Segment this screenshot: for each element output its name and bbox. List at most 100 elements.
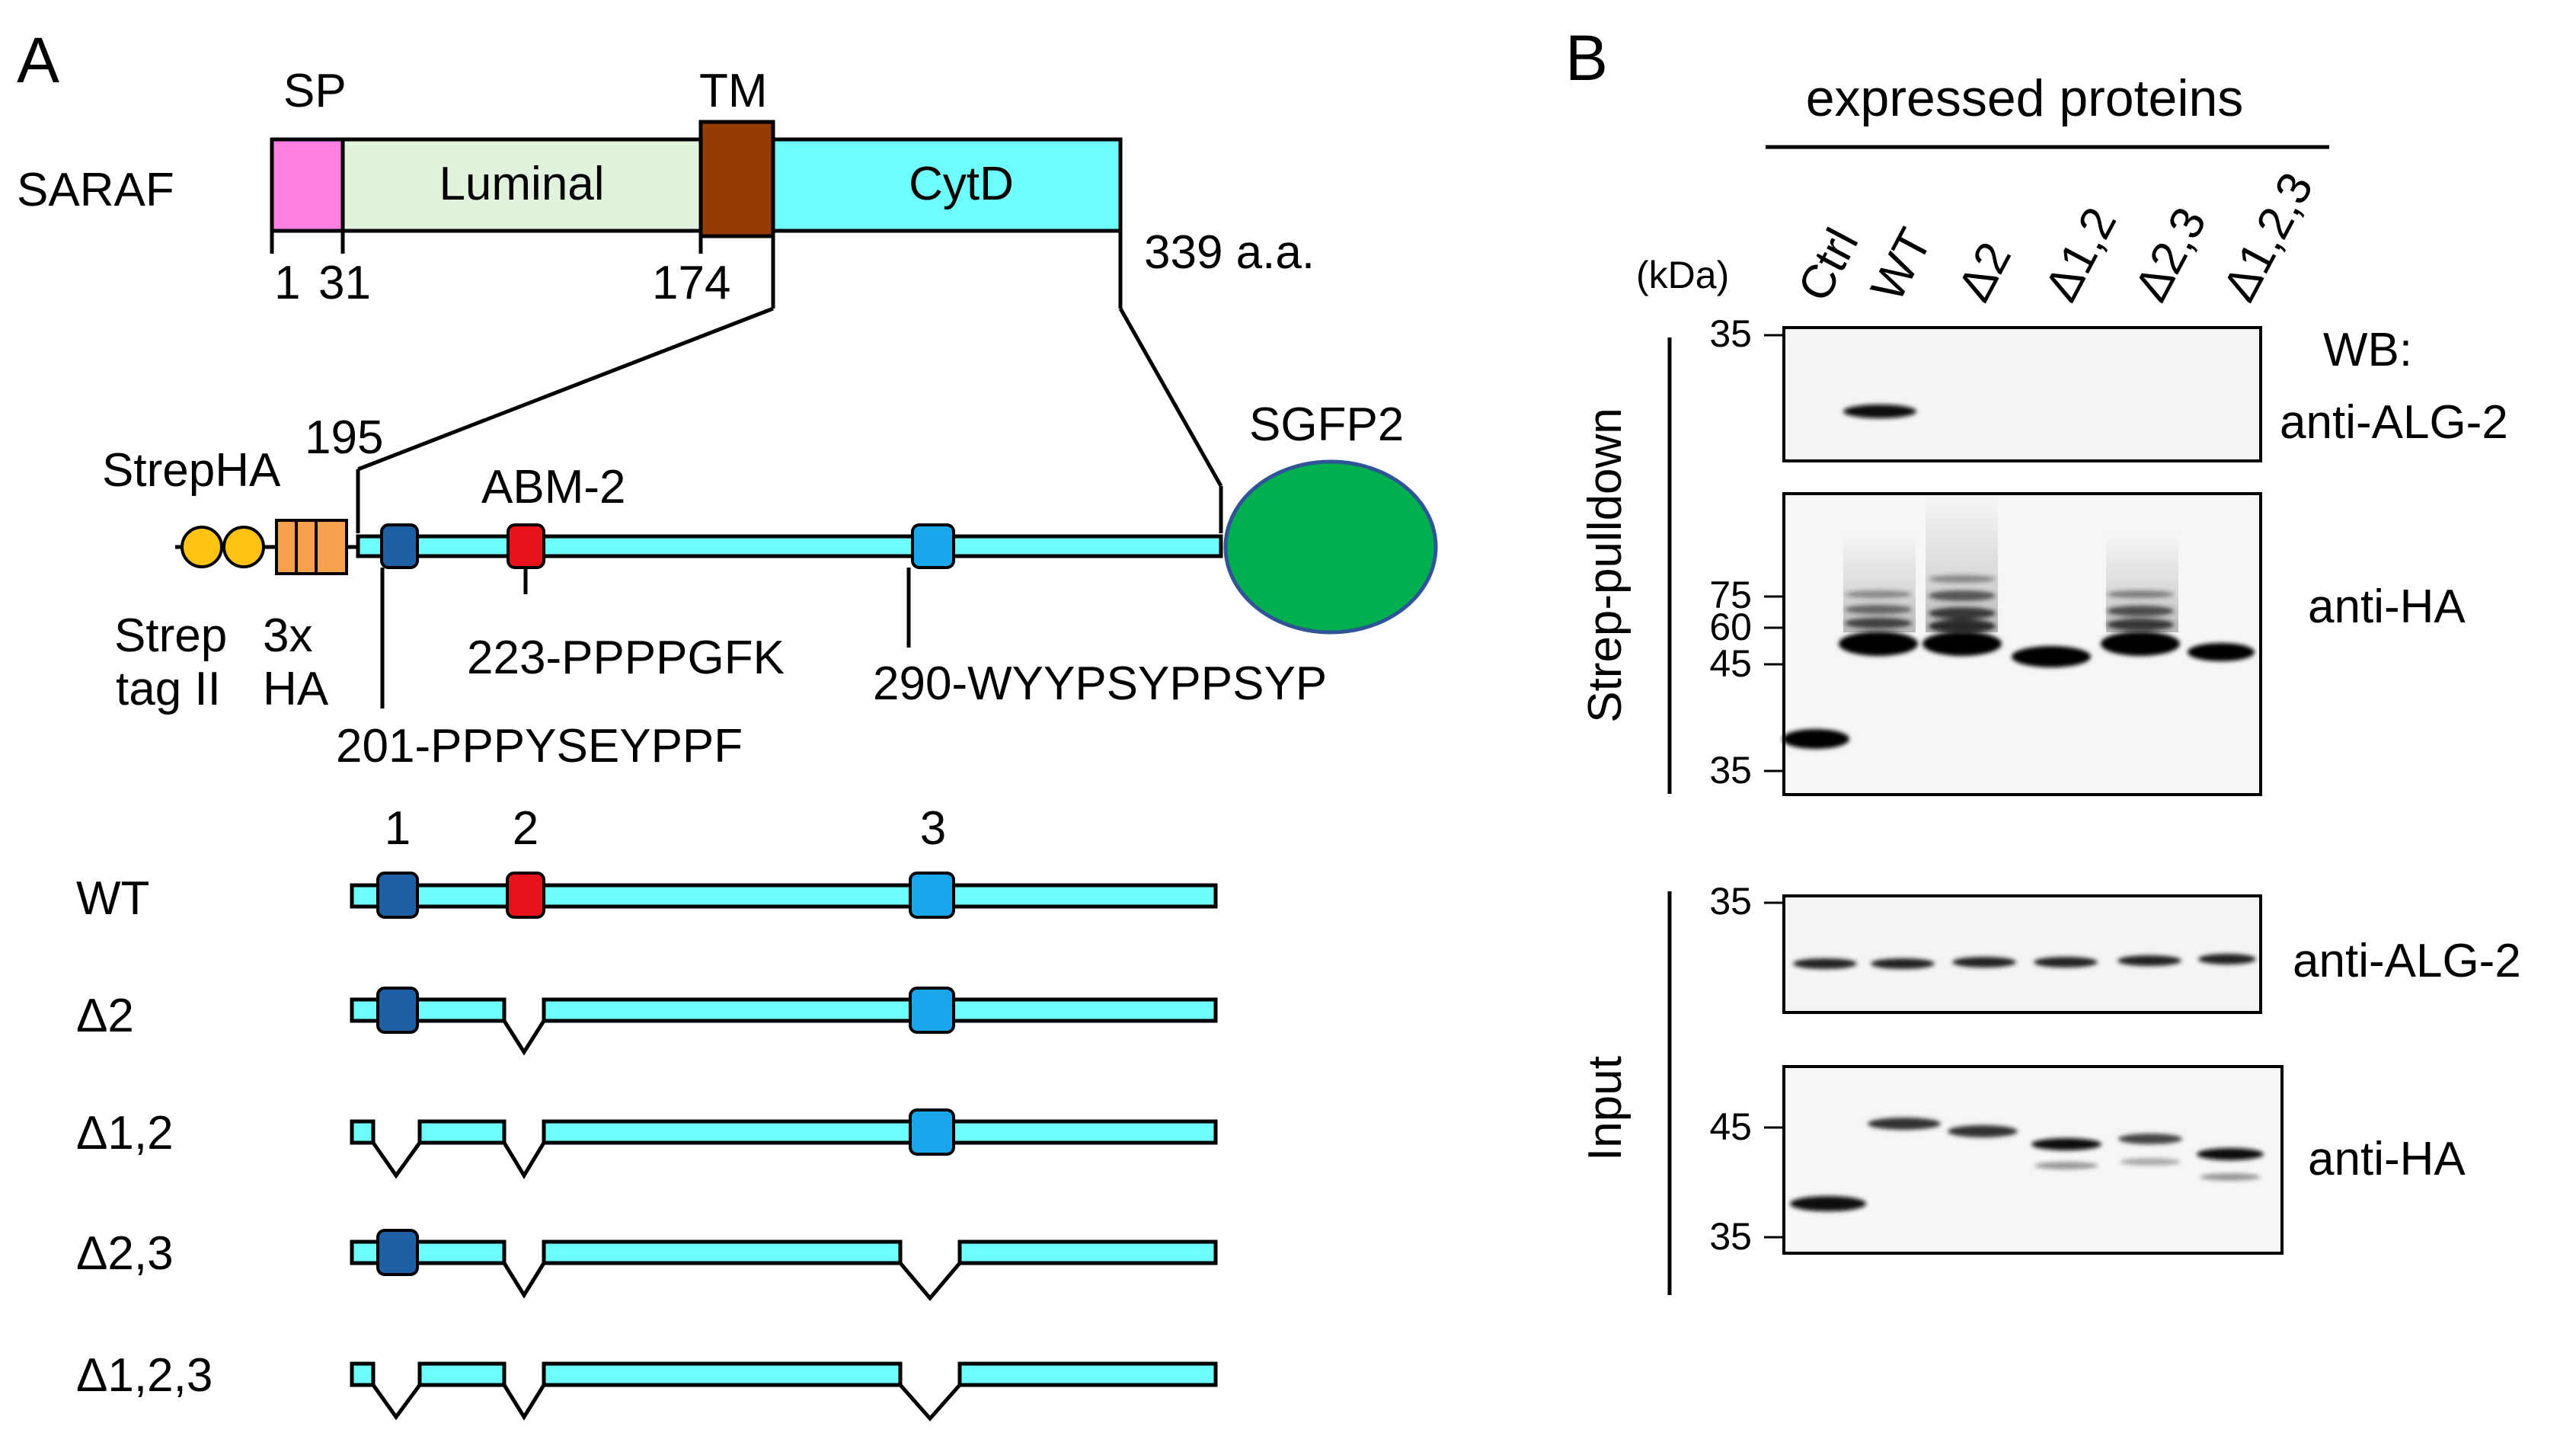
domain-tm bbox=[698, 120, 775, 238]
motif-3-box bbox=[909, 1108, 955, 1156]
section-label-input: Input bbox=[1579, 1056, 1632, 1161]
deletion-2-mark bbox=[502, 1383, 546, 1421]
luminal-label: Luminal bbox=[439, 158, 604, 210]
sp-label: SP bbox=[283, 65, 347, 117]
marker-label: 35 bbox=[1709, 880, 1752, 923]
deletion-3-mark bbox=[899, 1262, 961, 1301]
variant-bar-seg bbox=[957, 1239, 1218, 1265]
domain-luminal bbox=[340, 137, 703, 233]
position-174: 174 bbox=[652, 257, 730, 309]
motif-1-box bbox=[380, 523, 419, 569]
ha-tag-2 bbox=[295, 519, 318, 575]
blot-input-alg2: 35 anti-ALG-2 bbox=[1709, 880, 2521, 1014]
deletion-2-mark bbox=[502, 1019, 546, 1056]
lane-label-d2: Δ2 bbox=[1948, 234, 2021, 309]
deletion-2-mark bbox=[502, 1141, 546, 1179]
strep-tag-label-1: Strep bbox=[114, 609, 227, 662]
blot-frame bbox=[1782, 326, 2262, 462]
position-1: 1 bbox=[274, 257, 300, 309]
panel-a-label: A bbox=[17, 24, 59, 96]
wb-label: WB: bbox=[2323, 324, 2412, 376]
motif-2-box bbox=[506, 872, 545, 919]
variant-label: Δ1,2,3 bbox=[76, 1349, 213, 1402]
variant-bar-seg bbox=[542, 997, 1218, 1023]
motif-1-box bbox=[376, 1229, 419, 1276]
lane-label-d123: Δ1,2,3 bbox=[2213, 165, 2323, 310]
lane-label-d12: Δ1,2 bbox=[2034, 200, 2127, 310]
marker-label: 75 bbox=[1709, 574, 1752, 616]
sgfp2-label: SGFP2 bbox=[1249, 398, 1404, 451]
position-ticks bbox=[270, 231, 1123, 309]
variant-bar-seg bbox=[350, 997, 507, 1023]
abm2-label: ABM-2 bbox=[481, 461, 625, 513]
lane-label-ctrl: Ctrl bbox=[1788, 220, 1868, 310]
variant-label: WT bbox=[76, 872, 149, 925]
kda-label: (kDa) bbox=[1636, 254, 1729, 296]
lane-label-wt: WT bbox=[1861, 220, 1942, 310]
blot-pulldown-alg2: 35 anti-ALG-2 bbox=[1709, 312, 2508, 462]
marker-label: 45 bbox=[1709, 1105, 1752, 1148]
deletion-1-mark bbox=[371, 1383, 422, 1421]
smear bbox=[1843, 533, 1916, 632]
variant-header-3: 3 bbox=[920, 802, 946, 855]
blot-pulldown-ha: 75 60 45 35 anti-HA bbox=[1709, 492, 2466, 796]
variant-header-1: 1 bbox=[385, 802, 411, 855]
motif-1-sequence: 201-PPPYSEYPPF bbox=[336, 720, 743, 772]
antibody-label: anti-ALG-2 bbox=[2280, 396, 2508, 449]
zoom-lines bbox=[356, 306, 1223, 533]
motif-leaders bbox=[380, 568, 911, 709]
panel-a: A SARAF SP TM Luminal CytD 1 31 174 339 … bbox=[17, 24, 1438, 1422]
band bbox=[1843, 405, 1916, 418]
strepha-label: StrepHA bbox=[102, 444, 281, 497]
variant-bar-seg bbox=[417, 1361, 507, 1387]
panel-b: B expressed proteins (kDa) Ctrl WT Δ2 Δ1… bbox=[1565, 22, 2521, 1295]
ha-tag-label-2: HA bbox=[263, 663, 329, 715]
variant-bar bbox=[350, 883, 1218, 909]
ha-tag-1 bbox=[275, 519, 298, 575]
variant-header-2: 2 bbox=[513, 802, 539, 855]
variant-bar-seg bbox=[542, 1119, 1218, 1145]
deletion-1-mark bbox=[371, 1141, 422, 1179]
antibody-label: anti-HA bbox=[2308, 1133, 2466, 1185]
strep-tag-bead-1 bbox=[181, 526, 223, 568]
construct-cytd-bar bbox=[356, 534, 1223, 558]
antibody-label: anti-HA bbox=[2308, 581, 2466, 633]
variant-label: Δ2 bbox=[76, 990, 134, 1042]
ha-tag-3 bbox=[315, 519, 348, 575]
blot-frame bbox=[1782, 894, 2262, 1014]
variant-bar-seg bbox=[350, 1119, 376, 1145]
variant-bar-seg bbox=[350, 1361, 376, 1387]
variant-d2: Δ2 bbox=[76, 987, 1218, 1056]
marker-label: 60 bbox=[1709, 606, 1752, 648]
deletion-3-mark bbox=[899, 1383, 961, 1422]
cytd-label: CytD bbox=[909, 158, 1014, 210]
antibody-label: anti-ALG-2 bbox=[2293, 935, 2521, 987]
marker-ticks bbox=[1764, 595, 1784, 772]
upper-bands bbox=[1845, 575, 2174, 633]
variant-d12: Δ1,2 bbox=[76, 1107, 1218, 1179]
variant-bar-seg bbox=[417, 1119, 507, 1145]
variant-label: Δ2,3 bbox=[76, 1227, 174, 1280]
position-31: 31 bbox=[318, 257, 371, 309]
protein-name: SARAF bbox=[17, 164, 174, 216]
bands bbox=[1793, 954, 2256, 969]
marker-label: 35 bbox=[1709, 1215, 1752, 1258]
variant-bar-seg bbox=[350, 1239, 507, 1265]
bands bbox=[1790, 1118, 2264, 1211]
variant-bar-seg bbox=[542, 1239, 903, 1265]
marker-label: 45 bbox=[1709, 642, 1752, 685]
variant-wt: WT bbox=[76, 872, 1218, 925]
strep-tag-label-2: tag II bbox=[116, 663, 221, 715]
tm-label: TM bbox=[699, 65, 768, 117]
motif-3-box bbox=[909, 987, 955, 1034]
sgfp2-circle bbox=[1223, 459, 1438, 635]
motif-1-box bbox=[376, 987, 419, 1034]
blot-input-ha: 45 35 anti-HA bbox=[1709, 1065, 2466, 1258]
variant-bar-seg bbox=[957, 1361, 1218, 1387]
marker-ticks bbox=[1764, 1126, 1784, 1239]
motif-1-box bbox=[376, 872, 419, 919]
domain-sp bbox=[270, 137, 345, 233]
motif-2-box bbox=[507, 523, 545, 569]
panel-b-label: B bbox=[1565, 22, 1608, 94]
